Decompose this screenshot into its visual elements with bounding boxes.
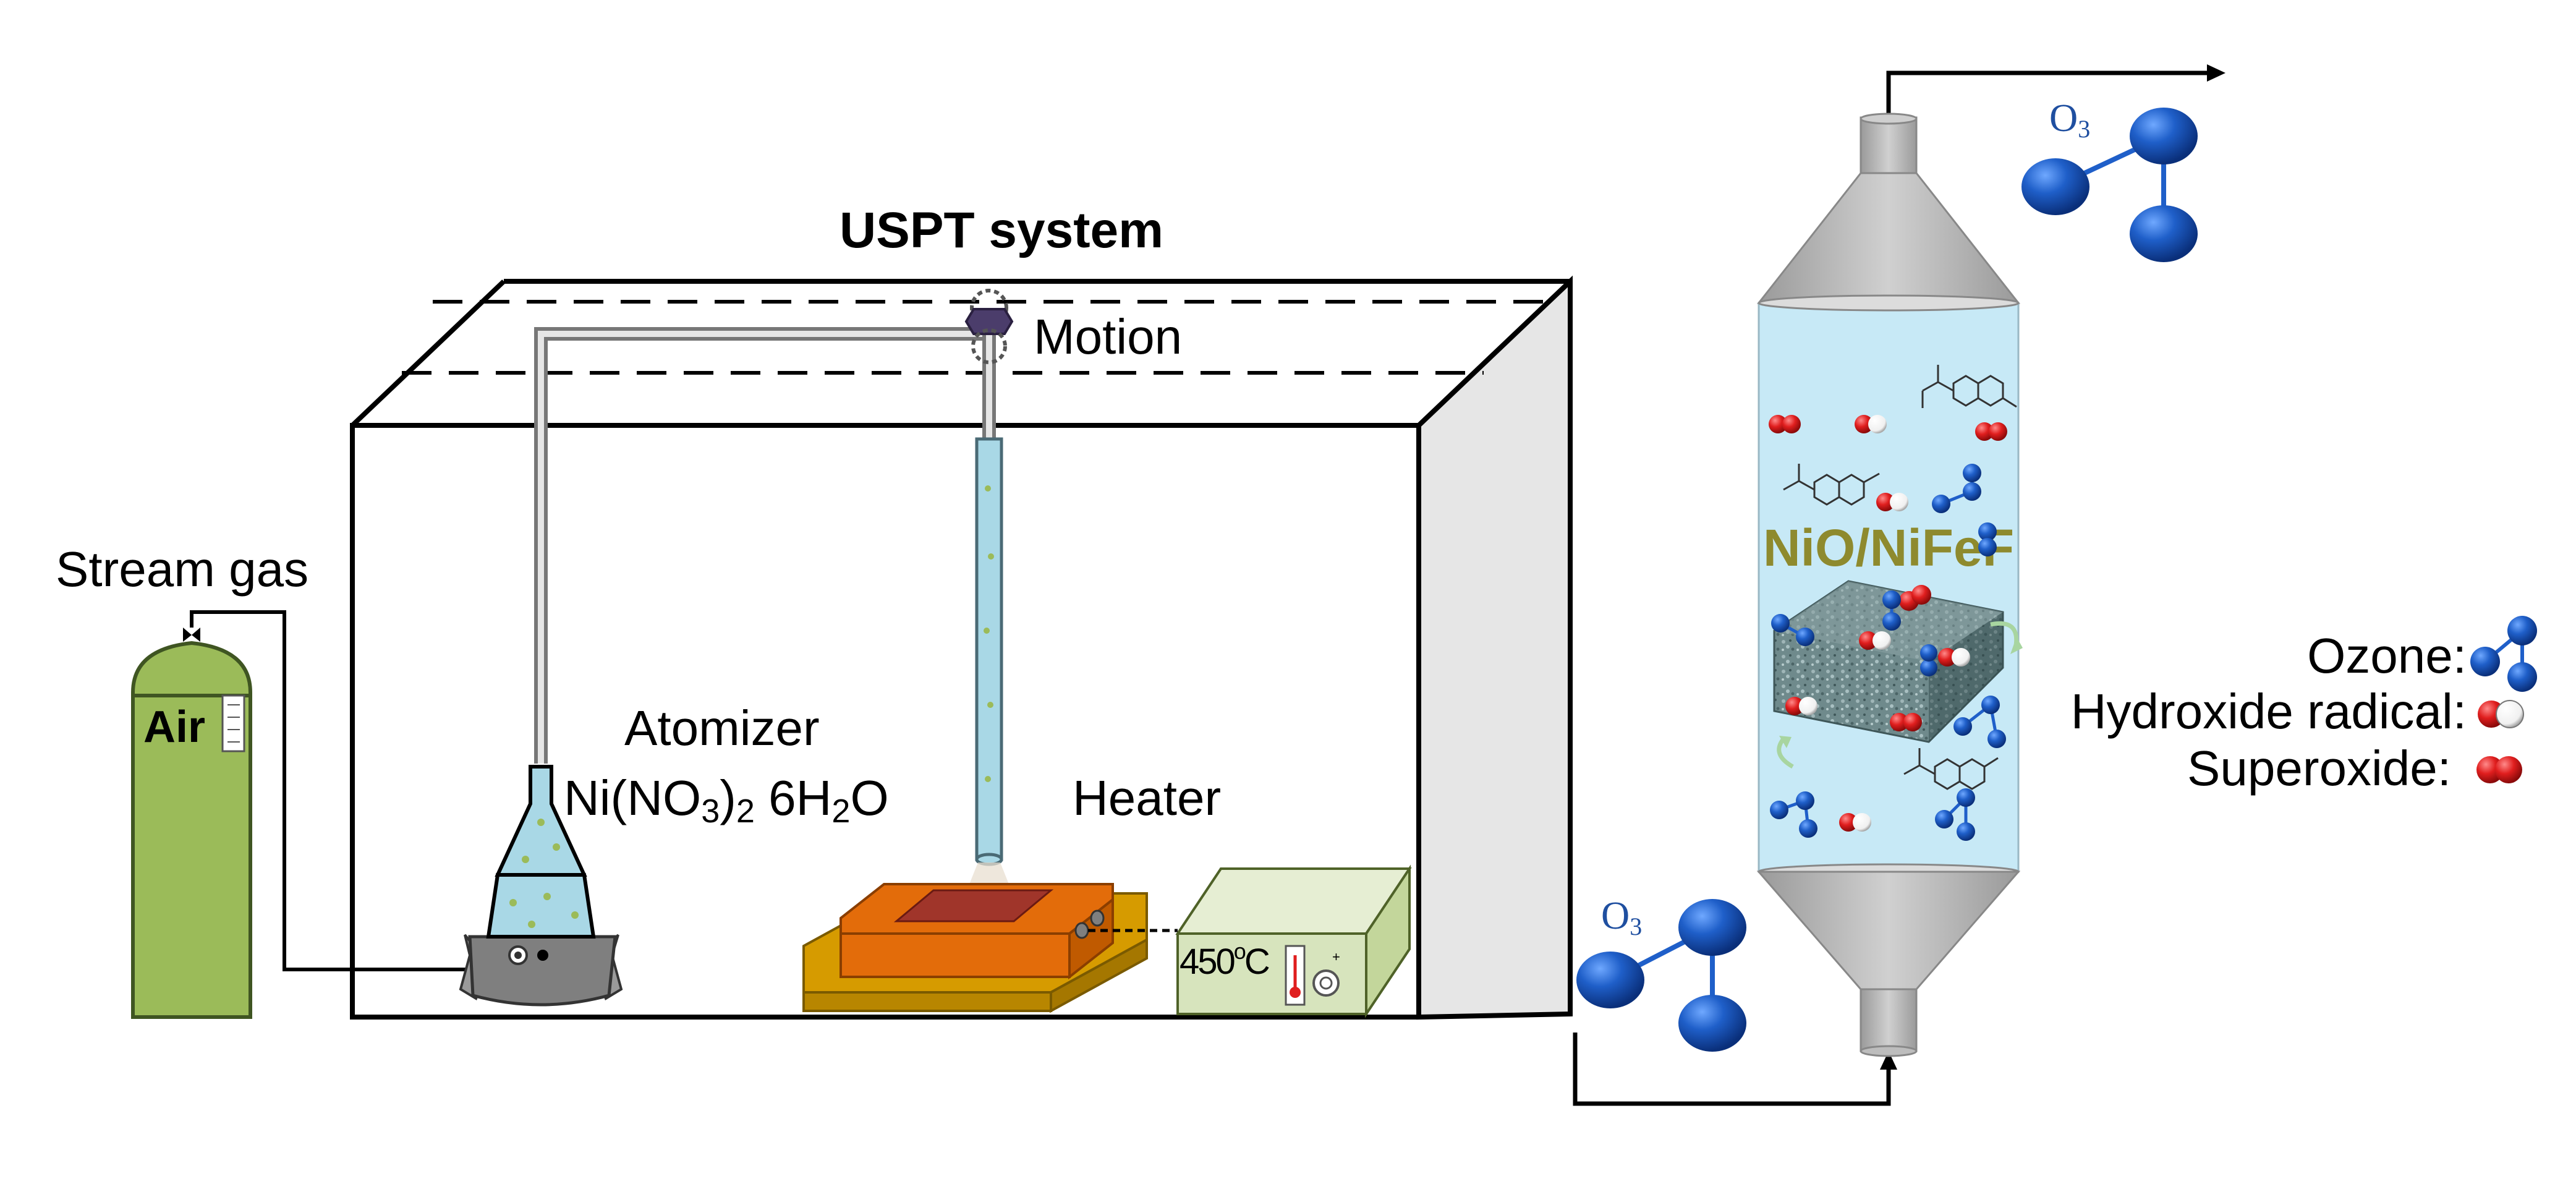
- precursor-label: Ni(NO3)2 6H2O: [564, 770, 889, 830]
- uspt-chamber: [350, 275, 1573, 1020]
- ozone-label-outlet: O3: [2049, 96, 2090, 143]
- pollutant-molecule: [1783, 464, 1880, 506]
- hydroxide-radical: [1785, 697, 1817, 715]
- atomizer-label: Atomizer: [624, 701, 820, 756]
- heater: [802, 883, 1148, 1013]
- legend-hydroxide-symbol: [2478, 700, 2524, 728]
- legend-ozone-label: Ozone:: [2307, 628, 2467, 683]
- aerosol-transport-tube: [534, 327, 989, 764]
- ozone-molecule: [1770, 791, 1817, 838]
- ozone-label-inlet: O3: [1601, 893, 1642, 940]
- stream-gas-line: [190, 610, 470, 971]
- temperature-controller: +: [1175, 864, 1412, 1018]
- heater-label: Heater: [1073, 770, 1221, 825]
- atomizer: [459, 765, 623, 1007]
- ozone-molecule: [1920, 644, 1937, 676]
- legend-hydroxide-label: Hydroxide radical:: [2071, 684, 2467, 739]
- catalyst-label: NiO/NiFeF: [1763, 519, 2014, 577]
- superoxide-molecule: [1975, 422, 2007, 441]
- legend-superoxide-symbol: [2476, 756, 2522, 783]
- pollutant-molecule: [1903, 748, 1999, 790]
- superoxide-molecule: [1899, 585, 1931, 611]
- diagram-title: USPT system: [840, 202, 1163, 258]
- legend-superoxide-label: Superoxide:: [2187, 741, 2451, 796]
- hydroxide-radical: [1839, 813, 1871, 832]
- outlet-flow-arrow: [1886, 70, 2213, 121]
- ozonation-reactor: [1756, 113, 2021, 1057]
- motion-rail: [402, 300, 1555, 375]
- motion-label: Motion: [1034, 309, 1182, 364]
- ozone-molecule: [1935, 788, 1975, 841]
- svg-text:+: +: [1332, 949, 1340, 965]
- pollutant-molecule: [1921, 365, 2017, 408]
- air-label: Air: [143, 702, 205, 752]
- ozone-molecule-large: [1576, 899, 1746, 1052]
- air-cylinder: [131, 628, 252, 1019]
- spray-nozzle: [958, 437, 1020, 912]
- superoxide-molecule: [1769, 415, 1801, 433]
- hydroxide-radical: [1855, 415, 1887, 433]
- ozone-molecule: [1771, 614, 1814, 646]
- superoxide-molecule: [1890, 713, 1922, 731]
- legend: Ozone: Hydroxide radical: Superoxide:: [2071, 616, 2537, 796]
- ozone-molecule-large: [2021, 108, 2198, 262]
- stream-gas-label: Stream gas: [56, 542, 308, 597]
- ozone-molecule: [1932, 464, 1981, 513]
- hydroxide-radical: [1876, 493, 1908, 511]
- hydroxide-radical: [1859, 631, 1891, 650]
- legend-ozone-symbol: [2470, 616, 2537, 692]
- ozone-molecule: [1978, 522, 1997, 556]
- ozone-molecule: [1882, 590, 1901, 631]
- ozone-molecule: [1953, 696, 2006, 748]
- inlet-flow-arrow: [1573, 1033, 1891, 1106]
- motion-stage-icon: [964, 289, 1014, 364]
- temperature-readout: 450oC: [1180, 939, 1269, 982]
- hydroxide-radical: [1938, 648, 1970, 667]
